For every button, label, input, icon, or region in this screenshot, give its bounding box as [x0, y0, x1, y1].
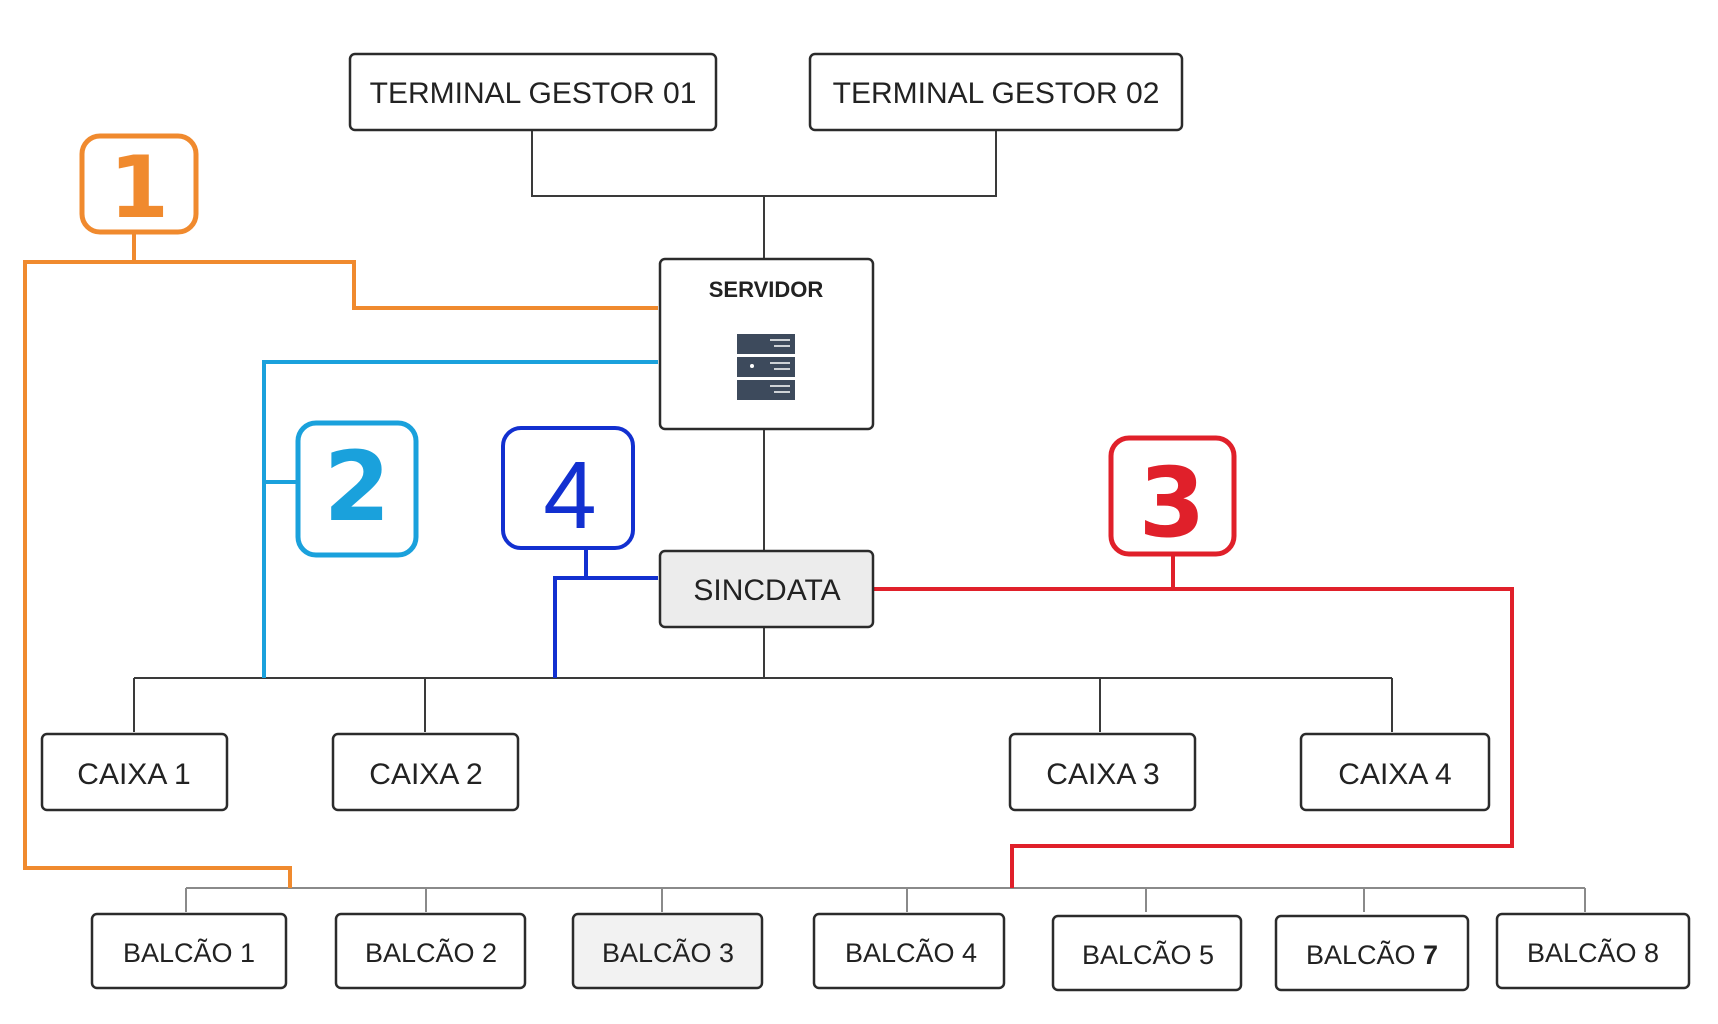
balcao-2-box[interactable]: BALCÃO 2 — [334, 912, 527, 990]
servidor-box[interactable]: SERVIDOR — [658, 257, 875, 431]
balcao-7-label: BALCÃO 7 — [1306, 939, 1438, 970]
sincdata-box[interactable]: SINCDATA — [658, 549, 875, 629]
route-3-line — [873, 587, 1514, 888]
route-1-line-server — [134, 260, 658, 310]
balcao-8-label: BALCÃO 8 — [1527, 937, 1659, 968]
badge-4-number: 4 — [543, 442, 596, 549]
caixa-4-box[interactable]: CAIXA 4 — [1299, 732, 1491, 812]
balcao-5-box[interactable]: BALCÃO 5 — [1051, 914, 1243, 992]
terminals-connector — [531, 130, 997, 197]
badge-3-number: 3 — [1139, 447, 1206, 559]
balcao-4-box[interactable]: BALCÃO 4 — [812, 912, 1006, 990]
badge-3: 3 — [1108, 435, 1237, 559]
badge-2: 2 — [295, 420, 419, 558]
server-rack-icon — [737, 334, 795, 400]
caixa-2-box[interactable]: CAIXA 2 — [331, 732, 520, 812]
balcao-bus-lines — [185, 887, 1586, 912]
terminal-gestor-01-label: TERMINAL GESTOR 01 — [370, 77, 697, 110]
caixa-3-label: CAIXA 3 — [1046, 758, 1159, 791]
badge-4: 4 — [501, 426, 635, 550]
balcao-1-box[interactable]: BALCÃO 1 — [90, 912, 288, 990]
balcao-3-label: BALCÃO 3 — [602, 937, 734, 968]
balcao-1-label: BALCÃO 1 — [123, 937, 255, 968]
badge-1-number: 1 — [109, 138, 169, 238]
servidor-label: SERVIDOR — [709, 277, 824, 302]
connector-lines — [133, 130, 1393, 732]
terminal-gestor-01-box[interactable]: TERMINAL GESTOR 01 — [348, 52, 718, 132]
terminal-gestor-02-box[interactable]: TERMINAL GESTOR 02 — [808, 52, 1184, 132]
badge-2-number: 2 — [324, 431, 391, 543]
balcao-5-label: BALCÃO 5 — [1082, 939, 1214, 970]
balcao-7-number: 7 — [1423, 940, 1438, 970]
balcao-3-box[interactable]: BALCÃO 3 — [571, 912, 764, 990]
balcao-4-label: BALCÃO 4 — [845, 937, 977, 968]
caixa-1-box[interactable]: CAIXA 1 — [40, 732, 229, 812]
caixa-4-label: CAIXA 4 — [1338, 758, 1451, 791]
caixa-3-box[interactable]: CAIXA 3 — [1008, 732, 1197, 812]
route-2-line — [262, 360, 658, 678]
route-1-line — [23, 232, 292, 888]
badge-1: 1 — [79, 133, 199, 238]
terminal-gestor-02-label: TERMINAL GESTOR 02 — [833, 77, 1160, 110]
balcao-8-box[interactable]: BALCÃO 8 — [1495, 912, 1691, 990]
route-4-line — [553, 576, 658, 678]
caixa-1-label: CAIXA 1 — [77, 758, 190, 791]
sincdata-label: SINCDATA — [693, 574, 840, 607]
balcao-7-prefix: BALCÃO — [1306, 939, 1423, 970]
balcao-2-label: BALCÃO 2 — [365, 937, 497, 968]
balcao-7-box[interactable]: BALCÃO 7 — [1274, 914, 1470, 992]
caixa-2-label: CAIXA 2 — [369, 758, 482, 791]
